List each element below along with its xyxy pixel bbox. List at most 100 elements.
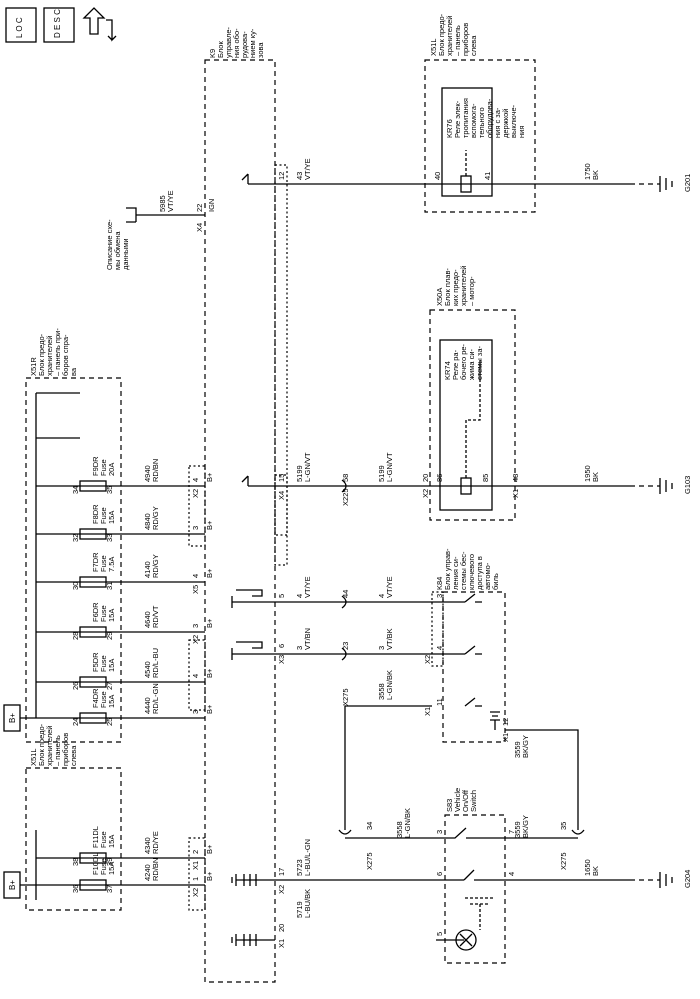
svg-text:X4: X4 — [195, 223, 204, 232]
svg-text:X51L: X51L — [429, 38, 438, 56]
svg-text:3559: 3559 — [513, 821, 522, 838]
svg-text:рудова-: рудова- — [240, 31, 249, 58]
fuse-pin-in: 28 — [71, 632, 80, 640]
desc-label: D E S C — [53, 9, 62, 38]
circuit-wire: 4540 — [143, 661, 152, 678]
svg-text:4: 4 — [295, 594, 304, 598]
fuse-type: Fuse — [99, 858, 108, 875]
fuse-rating: 15A — [107, 659, 116, 672]
svg-text:X2: X2 — [277, 885, 286, 894]
k9-5719-circuit: 5719 L-BU/BK X1 20 — [231, 889, 312, 948]
circuit-connector: X1 — [191, 861, 200, 870]
svg-text:3559: 3559 — [513, 741, 522, 758]
svg-text:оборудова-: оборудова- — [485, 98, 494, 138]
svg-text:12: 12 — [501, 718, 510, 726]
loc-label: L O C — [15, 17, 24, 38]
x51r-block — [25, 377, 122, 743]
svg-text:BK/GY: BK/GY — [521, 815, 530, 838]
svg-text:4: 4 — [435, 646, 444, 650]
fuse-rating: 15A — [107, 862, 116, 875]
svg-text:Блок предо-: Блок предо- — [37, 723, 46, 766]
circuit-bplus: B+ — [205, 472, 214, 482]
svg-text:20: 20 — [421, 474, 430, 482]
svg-text:5719: 5719 — [295, 901, 304, 918]
x51l-top-label: X51L Блок предо- хранителей – панель при… — [429, 13, 478, 56]
x275-splice-c: X275 34 3558 L-GN/BK — [338, 808, 445, 870]
svg-text:вспомога-: вспомога- — [469, 103, 478, 138]
svg-text:85: 85 — [481, 474, 490, 482]
fuse-type: Fuse — [99, 555, 108, 572]
circuit-bplus: B+ — [205, 704, 214, 714]
k9-label: K9 Блок управле- ния обо- рудова- нием к… — [208, 26, 265, 58]
svg-text:3: 3 — [295, 646, 304, 650]
fuse-name: F4DR — [91, 688, 100, 708]
fuse-pin-out: 29 — [105, 632, 114, 640]
circuit-wire: 4640 — [143, 611, 152, 628]
svg-text:K84: K84 — [435, 577, 444, 590]
svg-text:ния: ния — [517, 126, 526, 138]
svg-text:3558: 3558 — [377, 683, 386, 700]
k9-vt-ye-circuit: 4 VT/YE 5 — [231, 576, 350, 608]
svg-text:X51L: X51L — [29, 748, 38, 766]
k9-5723-circuit: 5723 L-BU/L-GN X2 17 — [231, 839, 464, 894]
svg-text:86: 86 — [435, 474, 444, 482]
fuse-rating: 15A — [107, 511, 116, 524]
svg-text:17: 17 — [277, 868, 286, 876]
svg-text:VT/YE: VT/YE — [303, 576, 312, 598]
svg-text:23: 23 — [341, 642, 350, 650]
circuit-connector: X2 — [191, 888, 200, 897]
svg-text:X50A: X50A — [435, 288, 444, 306]
circuit-bplus: B+ — [205, 520, 214, 530]
fuse-pin-out: 25 — [105, 718, 114, 726]
svg-text:34: 34 — [365, 822, 374, 830]
svg-text:11: 11 — [435, 698, 444, 706]
fuse-pin-in: 38 — [71, 858, 80, 866]
circuit-pin: 3 — [191, 624, 200, 628]
svg-text:43: 43 — [295, 172, 304, 180]
svg-text:44: 44 — [341, 590, 350, 598]
circuit-wire: 4440 — [143, 697, 152, 714]
svg-text:X1: X1 — [501, 733, 510, 742]
svg-text:ния обо-: ния обо- — [232, 28, 241, 58]
fuse-name: F6DR — [91, 602, 100, 622]
ground-color: BK — [591, 472, 600, 482]
svg-text:L-BU/L-GN: L-BU/L-GN — [303, 839, 312, 876]
svg-text:K9: K9 — [208, 49, 217, 58]
svg-text:20: 20 — [277, 924, 286, 932]
fuse-rating: 20A — [107, 463, 116, 476]
svg-text:KR76: KR76 — [445, 119, 454, 138]
ground-wire: 1950 — [583, 465, 592, 482]
svg-text:L-BU/BK: L-BU/BK — [303, 889, 312, 918]
x51r-label: X51R Блок предо- хранителей – панель при… — [29, 328, 78, 376]
svg-text:– мотор-: – мотор- — [467, 276, 476, 306]
svg-text:Блок предо-: Блок предо- — [37, 333, 46, 376]
circuit-pin: 4 — [191, 574, 200, 578]
loc-icon[interactable]: L O C — [5, 7, 37, 43]
svg-text:VT/BN: VT/BN — [303, 628, 312, 650]
circuit-pin: 3 — [191, 710, 200, 714]
svg-text:Реле ра-: Реле ра- — [451, 349, 460, 380]
hierarchy-arrow-icon[interactable] — [82, 7, 117, 42]
svg-text:биль: биль — [491, 573, 500, 590]
circuit-pin: 1 — [191, 877, 200, 881]
svg-text:приборов: приборов — [61, 733, 70, 766]
svg-text:Реле элек-: Реле элек- — [453, 100, 462, 138]
desc-icon[interactable]: D E S C — [43, 7, 75, 43]
fuse-type: Fuse — [99, 691, 108, 708]
svg-text:хранителей: хранителей — [45, 726, 54, 766]
svg-text:IGN: IGN — [207, 199, 216, 212]
svg-text:X225: X225 — [341, 488, 350, 506]
svg-text:48: 48 — [511, 474, 520, 482]
fuse-pin-in: 24 — [71, 718, 80, 726]
ground-name: G201 — [683, 174, 692, 192]
k9-5199-circuit: X4 15 5199 L-GN/VT — [241, 452, 462, 500]
svg-text:VT/YE: VT/YE — [385, 576, 394, 598]
